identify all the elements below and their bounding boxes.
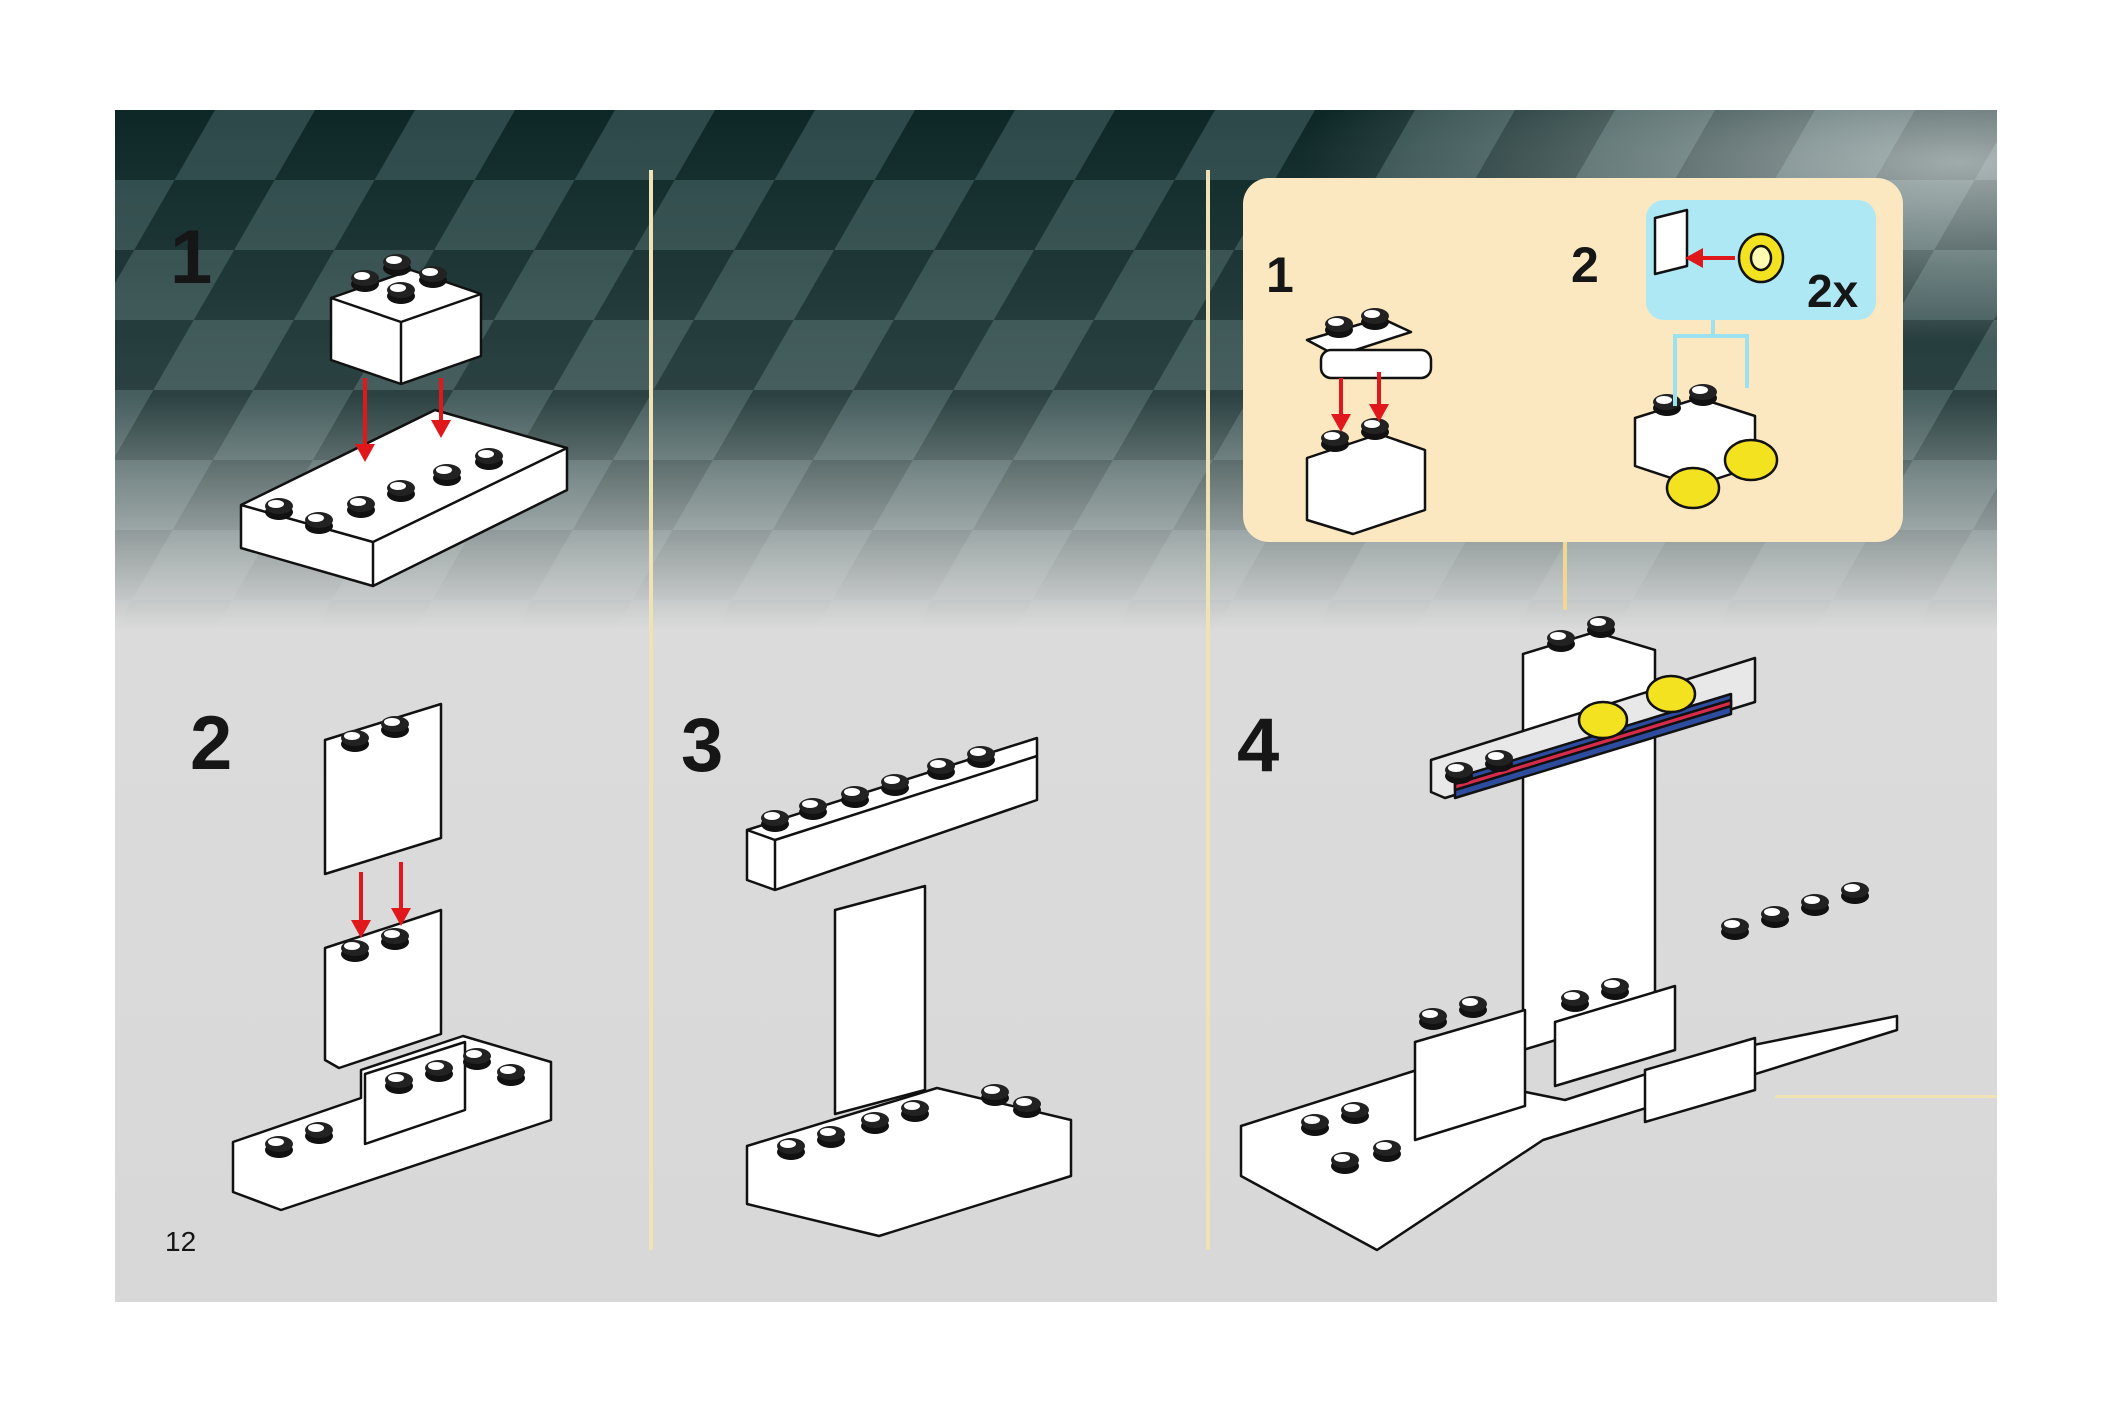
step-number-1: 1: [170, 215, 213, 300]
step-number-3: 3: [681, 703, 724, 788]
substep-number-2: 2: [1571, 237, 1599, 293]
step2-illustration: [231, 702, 553, 1212]
guide-arrows: [1563, 320, 1749, 610]
step3-illustration: [745, 736, 1073, 1238]
build-illustrations: [231, 208, 1899, 1252]
substep-number-1: 1: [1266, 247, 1294, 303]
quantity-label: 2x: [1807, 265, 1859, 317]
page-number: 12: [165, 1226, 197, 1257]
step-number-4: 4: [1237, 703, 1280, 788]
substep1-illustration: [1305, 316, 1433, 536]
column-divider-left: [649, 170, 653, 1250]
wheels: [1577, 232, 1785, 740]
page-edge-line: [1775, 1095, 1997, 1098]
red-arrows: [351, 248, 1735, 938]
instruction-page: 1 2 3 4 1 2 2x 12: [115, 110, 1997, 1302]
step-number-2: 2: [190, 701, 233, 786]
column-divider-right: [1206, 170, 1210, 1250]
step1-illustration: [239, 268, 569, 588]
